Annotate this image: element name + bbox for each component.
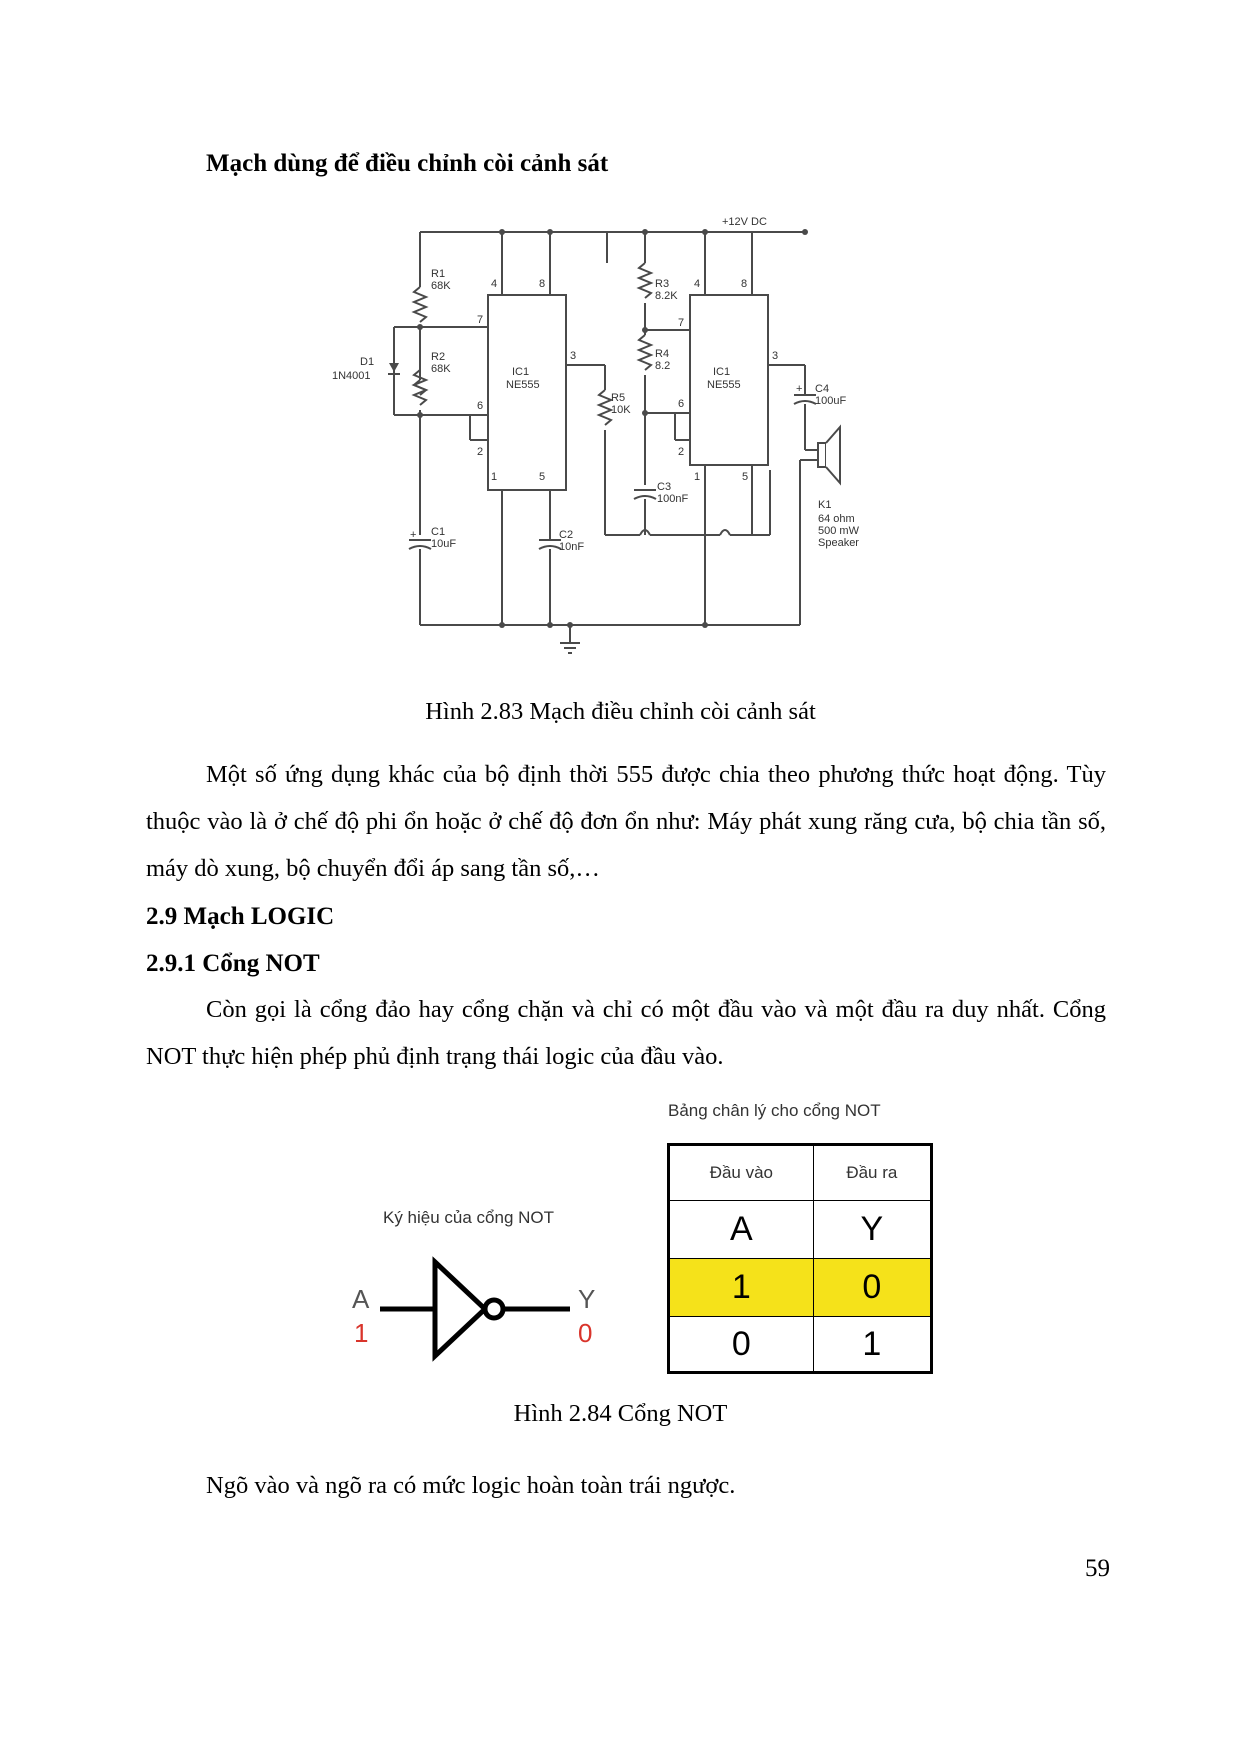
subsection-heading: 2.9.1 Cổng NOT: [146, 950, 320, 977]
not-gate-symbol: [380, 1256, 570, 1362]
figure-caption-2-83: Hình 2.83 Mạch điều chỉnh còi cảnh sát: [425, 698, 816, 725]
d1-name: D1: [360, 356, 374, 368]
ic1-pin5: 5: [539, 471, 545, 483]
paragraph-logic-levels: Ngõ vào và ngõ ra có mức logic hoàn toàn…: [206, 1472, 736, 1499]
not-symbol-title: Ký hiệu của cổng NOT: [383, 1208, 555, 1227]
truth-table-header-output: Đầu ra: [812, 1144, 933, 1201]
r1-value: 68K: [431, 280, 451, 292]
ic2-pin5: 5: [742, 471, 748, 483]
c4-value: 100uF: [815, 395, 846, 407]
ic2-name: IC1: [713, 366, 730, 378]
ic1-type: NE555: [506, 379, 540, 391]
ic2-pin2: 2: [678, 446, 684, 458]
table-cell: 0: [812, 1258, 933, 1317]
c1-name: C1: [431, 526, 445, 538]
r5-name: R5: [611, 392, 625, 404]
truth-table-var-a: A: [668, 1200, 814, 1259]
r2-value: 68K: [431, 363, 451, 375]
truth-table-row: 0 1: [668, 1316, 933, 1373]
k1-name: K1: [818, 499, 831, 511]
r3-name: R3: [655, 278, 669, 290]
r3-value: 8.2K: [655, 290, 678, 302]
police-siren-circuit-diagram: +12V DC R1 68K R2 68K D1 1N4001 C1 10uF …: [330, 195, 950, 675]
figure-caption-2-84: Hình 2.84 Cổng NOT: [513, 1400, 728, 1427]
not-input-label: A: [352, 1284, 370, 1314]
r4-name: R4: [655, 348, 669, 360]
truth-table-header-input: Đầu vào: [668, 1144, 814, 1201]
ic2-pin7: 7: [678, 317, 684, 329]
k1-line1: 64 ohm: [818, 513, 855, 525]
r2-name: R2: [431, 351, 445, 363]
c3-name: C3: [657, 481, 671, 493]
ic2-pin4: 4: [694, 278, 700, 290]
ic1-pin2: 2: [477, 446, 483, 458]
ic1-pin1: 1: [491, 471, 497, 483]
ic1-pin6: 6: [477, 400, 483, 412]
c2-value: 10nF: [559, 541, 584, 553]
ic1-pin3: 3: [570, 350, 576, 362]
truth-table: Đầu vào Đầu ra A Y 1 0 0 1: [667, 1143, 933, 1374]
power-label: +12V DC: [722, 216, 767, 228]
d1-value: 1N4001: [332, 370, 371, 382]
c2-name: C2: [559, 529, 573, 541]
truth-table-row-highlighted: 1 0: [668, 1258, 933, 1317]
truth-table-title: Bảng chân lý cho cổng NOT: [668, 1101, 881, 1120]
section-heading: 2.9 Mạch LOGIC: [146, 903, 335, 930]
r5-value: 10K: [611, 404, 631, 416]
not-input-value: 1: [354, 1318, 369, 1348]
c1-plus: +: [410, 529, 416, 541]
c4-name: C4: [815, 383, 829, 395]
paragraph-applications: Một số ứng dụng khác của bộ định thời 55…: [146, 761, 1106, 882]
ic2-pin3: 3: [772, 350, 778, 362]
not-output-label: Y: [578, 1284, 596, 1314]
c3-value: 100nF: [657, 493, 688, 505]
ic2-pin8: 8: [741, 278, 747, 290]
ic2-pin6: 6: [678, 398, 684, 410]
k1-line2: 500 mW: [818, 525, 860, 537]
table-cell: 1: [668, 1258, 814, 1317]
r1-name: R1: [431, 268, 445, 280]
r4-value: 8.2: [655, 360, 670, 372]
ic1-pin7: 7: [477, 314, 483, 326]
page-number: 59: [1085, 1555, 1110, 1582]
table-cell: 1: [812, 1316, 933, 1373]
ic2-type: NE555: [707, 379, 741, 391]
not-output-value: 0: [578, 1318, 593, 1348]
c1-value: 10uF: [431, 538, 456, 550]
ic1-pin4: 4: [491, 278, 497, 290]
ic1-pin8: 8: [539, 278, 545, 290]
figure-heading: Mạch dùng để điều chỉnh còi cảnh sát: [206, 150, 609, 177]
paragraph-not-gate: Còn gọi là cổng đảo hay cổng chặn và chỉ…: [146, 996, 1106, 1070]
c4-plus: +: [796, 383, 802, 395]
ic1-name: IC1: [512, 366, 529, 378]
table-cell: 0: [668, 1316, 814, 1373]
k1-line3: Speaker: [818, 537, 859, 549]
ic2-pin1: 1: [694, 471, 700, 483]
truth-table-var-y: Y: [812, 1200, 933, 1259]
